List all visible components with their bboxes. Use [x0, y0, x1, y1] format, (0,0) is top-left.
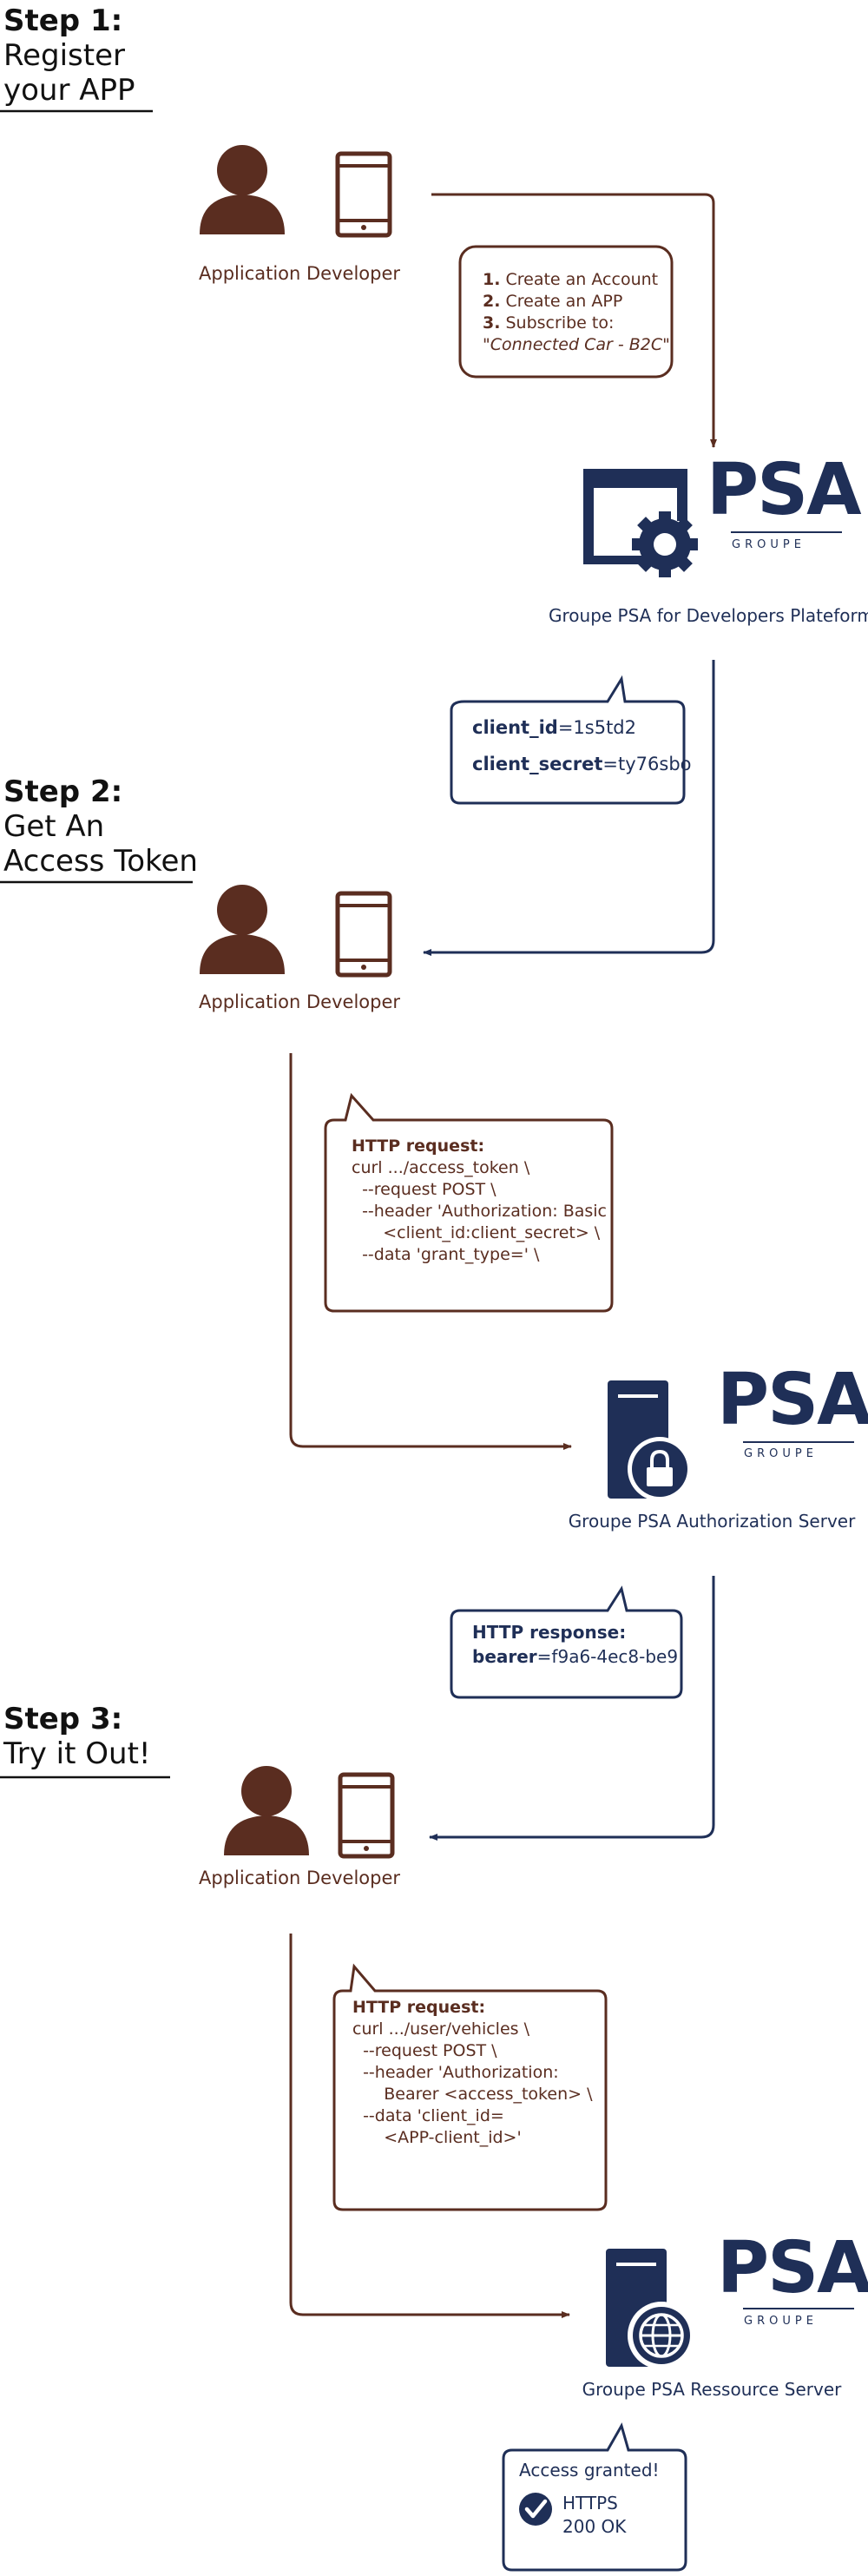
- flow-arrow-token-response: [429, 1576, 715, 1841]
- step-number: Step 1:: [3, 3, 123, 38]
- phone-icon: [335, 151, 392, 238]
- status-ok: 200 OK: [562, 2516, 627, 2537]
- auth-server-label: Groupe PSA Authorization Server: [568, 1511, 856, 1532]
- token-request-box: [324, 1092, 614, 1313]
- token-response-text: HTTP response: bearer=f9a6-4ec8-be9: [472, 1620, 678, 1669]
- request-line: Bearer <access_token> \: [352, 2085, 593, 2104]
- request-line: --data 'grant_type=' \: [352, 1245, 540, 1264]
- request-line: --header 'Authorization:: [352, 2063, 559, 2082]
- step-title-line: Try it Out!: [3, 1736, 151, 1771]
- request-title: HTTP request:: [352, 1998, 486, 2017]
- status-code: HTTPS 200 OK: [562, 2492, 626, 2539]
- request-line: curl .../access_token \: [352, 1158, 530, 1177]
- credentials-text: client_id=1s5td2 client_secret=ty76sbo: [472, 709, 692, 782]
- platform-label: Groupe PSA for Developers Plateform: [549, 605, 868, 626]
- request-line: curl .../user/vehicles \: [352, 2019, 529, 2039]
- request-line: --request POST \: [352, 1180, 496, 1199]
- step-title-line: Register: [3, 38, 125, 73]
- browser-gear-icon: [583, 469, 698, 577]
- step-1-heading: Step 1: Register your APP: [3, 3, 135, 108]
- token-request-text: HTTP request: curl .../access_token \ --…: [352, 1136, 607, 1266]
- resource-request-text: HTTP request: curl .../user/vehicles \ -…: [352, 1997, 592, 2149]
- request-title: HTTP request:: [352, 1136, 485, 1156]
- person-icon: [200, 885, 285, 974]
- resource-request-box: [332, 1963, 608, 2211]
- developer-label: Application Developer: [199, 263, 401, 284]
- server-lock-icon: [608, 1380, 692, 1501]
- step-2-heading: Step 2: Get An Access Token: [3, 774, 198, 879]
- access-granted-box: [502, 2422, 687, 2572]
- flow-arrow-resource-request: [289, 1934, 570, 2318]
- flow-arrow-register: [431, 193, 717, 448]
- server-globe-icon: [606, 2249, 695, 2369]
- request-line: --request POST \: [352, 2041, 497, 2060]
- check-icon: [519, 2493, 552, 2526]
- response-title: HTTP response:: [472, 1622, 627, 1643]
- access-granted-title: Access granted!: [519, 2460, 660, 2480]
- subscription-name: "Connected Car - B2C": [483, 335, 670, 354]
- register-box: [458, 245, 674, 379]
- client-id: client_id=1s5td2: [472, 717, 636, 738]
- register-step: 3. Subscribe to:: [483, 313, 615, 333]
- step-title-line: your APP: [3, 73, 135, 108]
- resource-server-label: Groupe PSA Ressource Server: [582, 2379, 842, 2400]
- bearer-token: bearer=f9a6-4ec8-be9: [472, 1646, 679, 1667]
- request-line: <client_id:client_secret> \: [352, 1223, 601, 1242]
- person-icon: [224, 1766, 309, 1855]
- step-title-line: Access Token: [3, 844, 198, 879]
- client-secret: client_secret=ty76sbo: [472, 754, 692, 774]
- register-steps: 1. Create an Account 2. Create an APP 3.…: [483, 269, 670, 356]
- developer-label: Application Developer: [199, 992, 401, 1012]
- step-number: Step 3:: [3, 1702, 123, 1736]
- request-line: <APP-client_id>': [352, 2128, 522, 2147]
- step-title-line: Get An: [3, 809, 105, 844]
- request-line: --header 'Authorization: Basic: [352, 1202, 607, 1221]
- request-line: --data 'client_id=: [352, 2106, 504, 2125]
- flow-arrow-token-request: [289, 1053, 572, 1450]
- developer-label: Application Developer: [199, 1868, 401, 1888]
- register-step: 1. Create an Account: [483, 270, 659, 289]
- credentials-box: [450, 675, 686, 805]
- status-protocol: HTTPS: [562, 2493, 618, 2513]
- phone-icon: [335, 891, 392, 978]
- step-3-heading: Step 3: Try it Out!: [3, 1702, 151, 1771]
- register-step: 2. Create an APP: [483, 292, 623, 311]
- flow-arrow-credentials: [423, 660, 715, 956]
- token-response-box: [450, 1585, 683, 1699]
- step-number: Step 2:: [3, 774, 123, 809]
- person-icon: [200, 145, 285, 234]
- phone-icon: [338, 1772, 395, 1859]
